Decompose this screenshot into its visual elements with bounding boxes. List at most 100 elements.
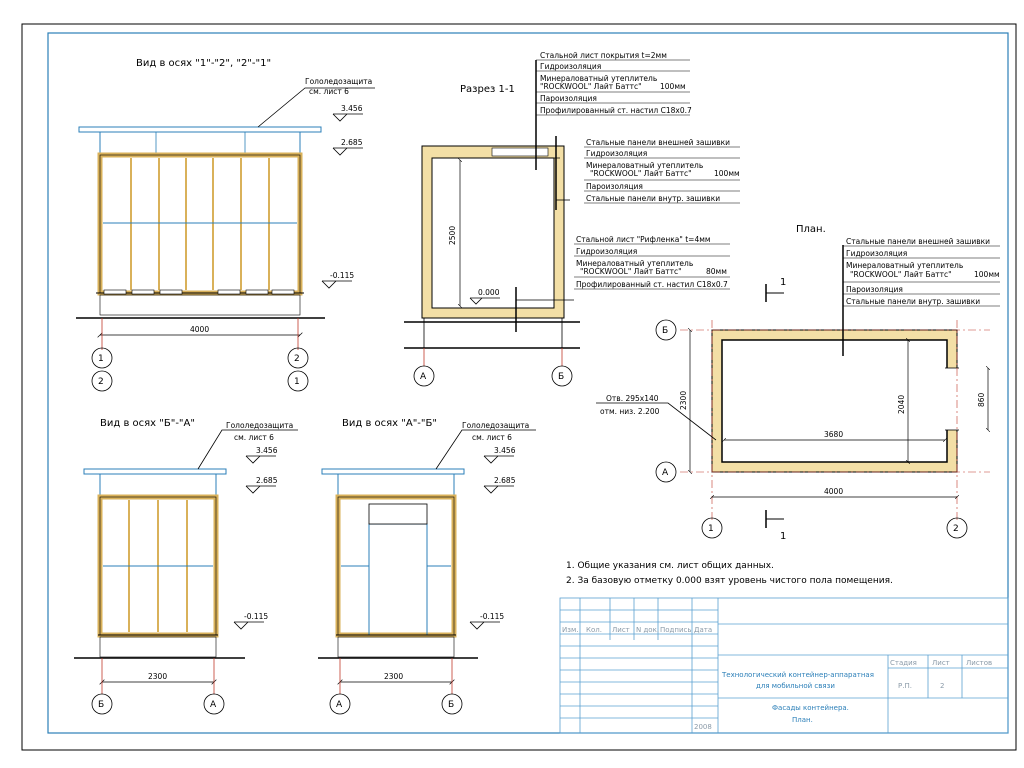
end-view-ba-title: Вид в осях "Б"-"А": [100, 418, 195, 429]
svg-text:100мм: 100мм: [660, 82, 686, 91]
svg-text:2040: 2040: [897, 395, 906, 414]
svg-text:Стальные панели внутр. зашивки: Стальные панели внутр. зашивки: [586, 194, 720, 203]
end-view-ab: Вид в осях "А"-"Б" Гололедозащита см. ли…: [318, 418, 536, 715]
svg-text:Минераловатный утеплитель: Минераловатный утеплитель: [540, 74, 657, 83]
svg-text:Фасады контейнера.: Фасады контейнера.: [772, 704, 849, 712]
svg-text:для мобильной связи: для мобильной связи: [756, 682, 835, 690]
svg-text:Лист: Лист: [612, 626, 630, 634]
svg-text:А: А: [210, 700, 217, 710]
svg-text:Профилированный ст. настил С18: Профилированный ст. настил С18х0.7: [576, 280, 728, 289]
svg-text:2: 2: [98, 377, 104, 387]
svg-text:Стальной лист "Рифленка" t=4мм: Стальной лист "Рифленка" t=4мм: [576, 235, 711, 244]
svg-text:Стальные панели внешней зашивк: Стальные панели внешней зашивки: [586, 138, 730, 147]
plan-view: План. 3680 4000 2300 2040 860 Отв. 295х1…: [596, 224, 1000, 542]
section-title: Разрез 1-1: [460, 84, 515, 95]
title-block-text: Изм. Кол. Лист N док. Подпись Дата 2008 …: [562, 626, 992, 731]
svg-text:2: 2: [940, 682, 944, 690]
svg-text:0.000: 0.000: [478, 288, 500, 297]
svg-text:Б: Б: [98, 700, 104, 710]
svg-text:Гидроизоляция: Гидроизоляция: [540, 62, 601, 71]
svg-text:860: 860: [977, 392, 986, 407]
svg-text:2: 2: [953, 524, 959, 534]
svg-text:Гидроизоляция: Гидроизоляция: [586, 149, 647, 158]
svg-text:2500: 2500: [448, 226, 457, 245]
svg-text:2300: 2300: [148, 672, 167, 681]
svg-text:А: А: [662, 468, 669, 478]
svg-text:Подпись: Подпись: [660, 626, 692, 634]
svg-text:4000: 4000: [190, 325, 209, 334]
svg-text:Стальной лист покрытия t=2мм: Стальной лист покрытия t=2мм: [540, 51, 667, 60]
svg-text:3680: 3680: [824, 430, 843, 439]
svg-text:Листов: Листов: [966, 659, 992, 667]
svg-text:"ROCKWOOL" Лайт Баттс": "ROCKWOOL" Лайт Баттс": [850, 270, 952, 279]
svg-text:2. За базовую отметку 0.000: 2. За базовую отметку 0.000 взят уровень…: [566, 576, 893, 586]
svg-text:Б: Б: [662, 326, 668, 336]
outer-frame: [21, 23, 1017, 751]
svg-text:3.456: 3.456: [494, 446, 516, 455]
svg-text:"ROCKWOOL" Лайт Баттс": "ROCKWOOL" Лайт Баттс": [590, 169, 692, 178]
svg-text:Б: Б: [558, 372, 564, 382]
svg-text:-0.115: -0.115: [244, 612, 268, 621]
svg-text:Р.П.: Р.П.: [898, 682, 912, 690]
svg-text:1: 1: [708, 524, 714, 534]
svg-text:Пароизоляция: Пароизоляция: [846, 285, 903, 294]
svg-text:"ROCKWOOL" Лайт Баттс": "ROCKWOOL" Лайт Баттс": [540, 82, 642, 91]
svg-text:Стальные панели внешней зашивк: Стальные панели внешней зашивки: [846, 237, 990, 246]
svg-text:2.685: 2.685: [494, 476, 516, 485]
svg-text:Стадия: Стадия: [890, 659, 917, 667]
plan-title: План.: [796, 224, 826, 235]
svg-text:Пароизоляция: Пароизоляция: [540, 94, 597, 103]
end-view-ba: Вид в осях "Б"-"А" Гололедозащита см. ли…: [74, 418, 298, 715]
svg-text:100мм: 100мм: [714, 169, 740, 178]
svg-text:Минераловатный утеплитель: Минераловатный утеплитель: [586, 161, 703, 170]
inner-frame: [47, 32, 1009, 734]
svg-text:1: 1: [98, 354, 104, 364]
svg-text:Стальные панели внутр. зашивки: Стальные панели внутр. зашивки: [846, 297, 980, 306]
svg-text:1: 1: [294, 377, 300, 387]
svg-text:см. лист 6: см. лист 6: [234, 433, 274, 442]
section-1-1: Разрез 1-1 2500 0.000 Стальной лист покр…: [404, 51, 740, 387]
svg-text:2.685: 2.685: [341, 138, 363, 147]
svg-text:3.456: 3.456: [341, 104, 363, 113]
svg-text:2008: 2008: [694, 723, 712, 731]
svg-text:см. лист 6: см. лист 6: [472, 433, 512, 442]
side-view: Вид в осях "1"-"2", "2"-"1" Гололедозащи…: [76, 58, 375, 392]
end-view-ab-title: Вид в осях "А"-"Б": [342, 418, 437, 429]
svg-text:см. лист 6: см. лист 6: [309, 87, 349, 96]
svg-text:Отв. 295х140: Отв. 295х140: [606, 394, 659, 403]
svg-text:Профилированный ст. настил С18: Профилированный ст. настил С18х0.7: [540, 106, 692, 115]
svg-text:"ROCKWOOL" Лайт Баттс": "ROCKWOOL" Лайт Баттс": [580, 267, 682, 276]
general-notes: 1. Общие указания см. лист общих данных.…: [566, 561, 893, 586]
svg-text:Гололедозащита: Гололедозащита: [226, 421, 293, 430]
svg-text:Гидроизоляция: Гидроизоляция: [576, 247, 637, 256]
svg-text:3.456: 3.456: [256, 446, 278, 455]
svg-text:-0.115: -0.115: [480, 612, 504, 621]
svg-text:Технологический контейнер-аппа: Технологический контейнер-аппаратная: [721, 671, 874, 679]
svg-text:1: 1: [780, 277, 786, 288]
svg-text:1. Общие указания см. лист о: 1. Общие указания см. лист общих данных.: [566, 561, 774, 571]
svg-text:А: А: [336, 700, 343, 710]
side-roof: [78, 126, 322, 133]
svg-text:отм. низ. 2.200: отм. низ. 2.200: [600, 407, 660, 416]
svg-text:N док.: N док.: [636, 626, 659, 634]
svg-text:Кол.: Кол.: [586, 626, 602, 634]
svg-text:Б: Б: [448, 700, 454, 710]
svg-text:А: А: [420, 372, 427, 382]
svg-text:Дата: Дата: [694, 626, 712, 634]
svg-text:Гололедозащита: Гололедозащита: [462, 421, 529, 430]
svg-text:Пароизоляция: Пароизоляция: [586, 182, 643, 191]
svg-text:4000: 4000: [824, 487, 843, 496]
svg-text:2.685: 2.685: [256, 476, 278, 485]
svg-text:Гидроизоляция: Гидроизоляция: [846, 249, 907, 258]
svg-text:Гололедозащита: Гололедозащита: [305, 77, 372, 86]
side-view-title: Вид в осях "1"-"2", "2"-"1": [136, 58, 271, 69]
svg-text:2300: 2300: [679, 391, 688, 410]
svg-text:1: 1: [780, 531, 786, 542]
svg-text:2300: 2300: [384, 672, 403, 681]
svg-text:80мм: 80мм: [706, 267, 727, 276]
svg-text:100мм: 100мм: [974, 270, 1000, 279]
svg-text:-0.115: -0.115: [330, 271, 354, 280]
svg-text:План.: План.: [792, 716, 813, 724]
svg-text:Лист: Лист: [932, 659, 950, 667]
